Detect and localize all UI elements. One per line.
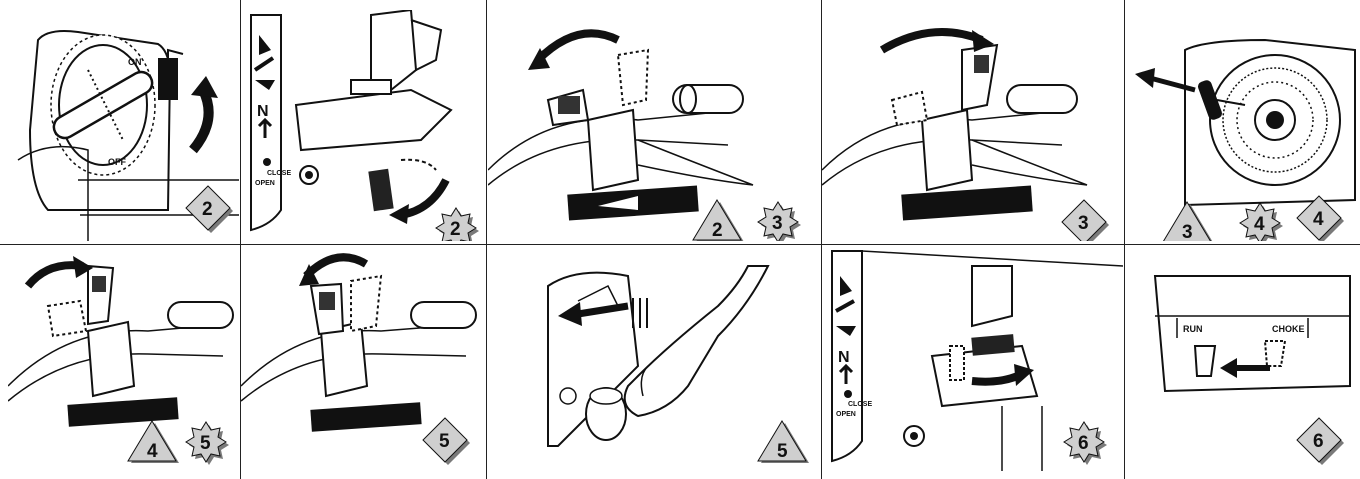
badge-label: 4 <box>147 441 158 462</box>
badge-label: 4 <box>1254 214 1265 235</box>
label-run: RUN <box>1183 324 1203 334</box>
badge-label: 3 <box>1182 222 1193 241</box>
panel-choke-lever: N OPEN CLOSE 2 <box>241 10 485 241</box>
label-close: CLOSE <box>267 170 291 177</box>
divider-horizontal <box>0 244 1360 245</box>
badge-diamond: 3 <box>1061 199 1109 241</box>
divider-vertical <box>1124 0 1125 479</box>
badge-star: 2 <box>435 207 479 241</box>
badge-star: 6 <box>1063 421 1107 465</box>
badge-label: 3 <box>1078 213 1089 234</box>
panel-throttle-back: 2 3 <box>488 10 820 241</box>
badge-diamond: 6 <box>1296 417 1344 465</box>
panel-throttle-down: 5 <box>241 246 485 471</box>
badge-diamond: 4 <box>1296 195 1344 241</box>
panel-fuel-valve: ON OFF 2 <box>8 10 239 241</box>
panel-throttle-up: 4 5 <box>8 246 239 471</box>
panel-primer-hand: 5 <box>488 246 820 471</box>
label-choke: CHOKE <box>1272 324 1305 334</box>
badge-label: 4 <box>1313 209 1324 230</box>
badge-label: 5 <box>200 433 211 454</box>
badge-star: 5 <box>185 421 229 465</box>
badge-label: 6 <box>1313 431 1324 452</box>
badge-triangle: 5 <box>757 420 809 463</box>
badge-triangle: 4 <box>127 420 179 463</box>
panel-throttle-forward: 3 <box>822 10 1123 241</box>
panel-run-choke: RUN CHOKE 6 <box>1125 246 1360 471</box>
badge-label: 3 <box>772 213 783 234</box>
badge-star: 3 <box>757 201 801 241</box>
label-neutral: N <box>257 103 269 120</box>
divider-vertical <box>486 0 487 479</box>
label-close: CLOSE <box>848 401 872 408</box>
panel-recoil-starter: 3 4 4 <box>1125 10 1360 241</box>
badge-diamond: 2 <box>185 185 233 233</box>
badge-triangle: 2 <box>692 199 744 241</box>
panel-choke-open: N OPEN CLOSE 6 <box>822 246 1123 471</box>
badge-diamond: 5 <box>422 417 470 465</box>
label-open: OPEN <box>255 180 275 187</box>
label-open: OPEN <box>836 411 856 418</box>
label-off: OFF <box>108 157 126 167</box>
divider-vertical <box>240 0 241 479</box>
divider-vertical <box>821 0 822 479</box>
badge-label: 2 <box>712 220 723 241</box>
badge-label: 2 <box>450 219 461 240</box>
badge-label: 5 <box>777 441 788 462</box>
badge-triangle: 3 <box>1163 201 1213 241</box>
label-on: ON <box>128 57 142 67</box>
badge-label: 2 <box>202 199 213 220</box>
badge-label: 6 <box>1078 433 1089 454</box>
badge-star: 4 <box>1239 202 1283 241</box>
label-neutral: N <box>838 349 850 366</box>
badge-label: 5 <box>439 431 450 452</box>
